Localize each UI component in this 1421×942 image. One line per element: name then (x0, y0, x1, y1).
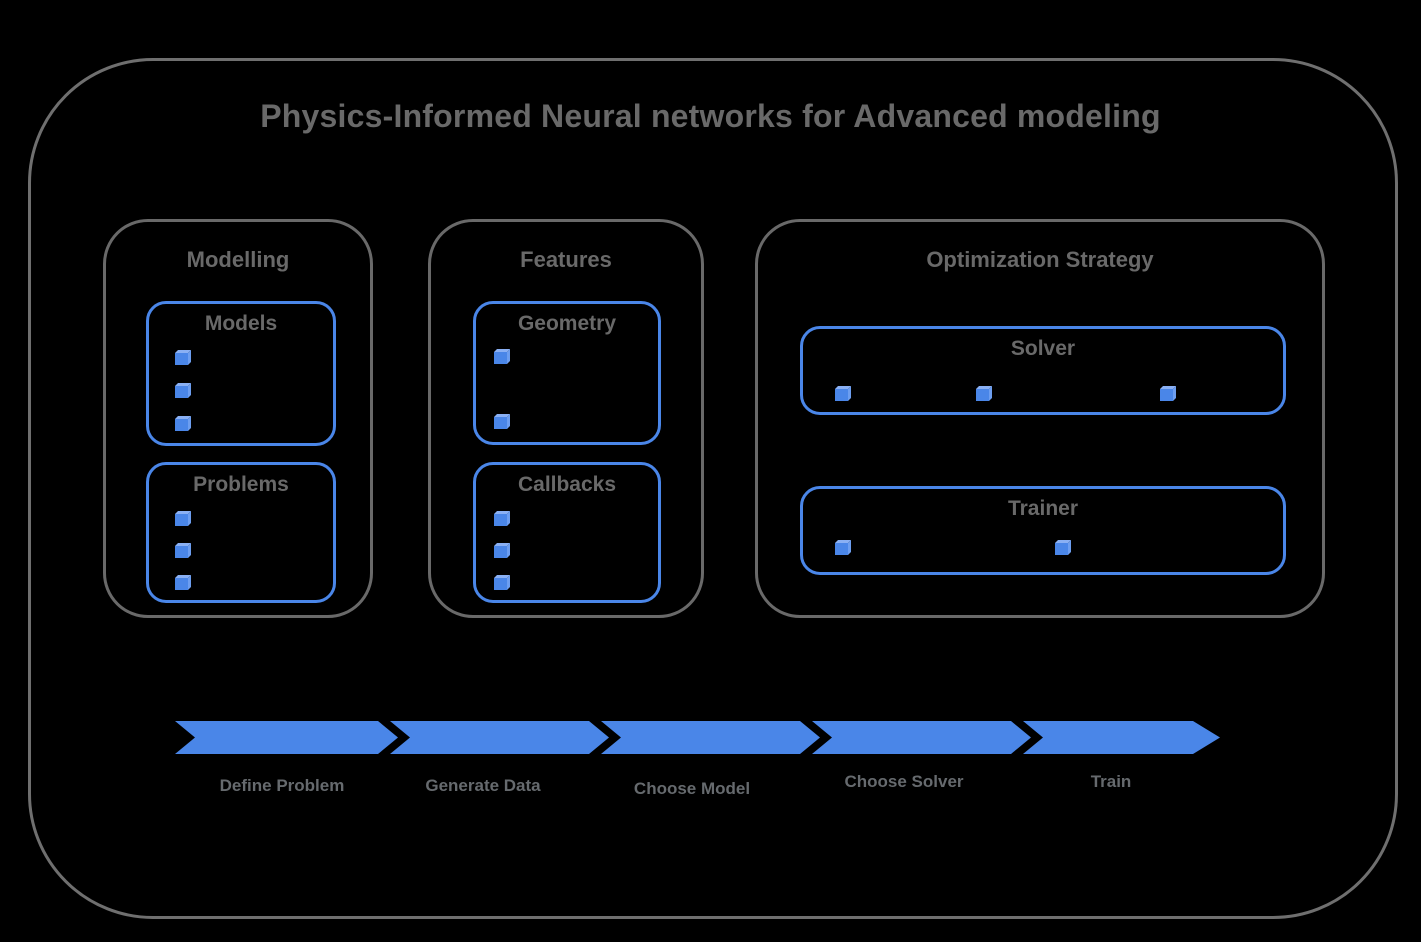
cube-bullet-icon (494, 417, 507, 429)
subbox-title: Problems (193, 473, 289, 496)
cube-bullet-icon (1055, 543, 1068, 555)
cube-bullet-icon (175, 578, 188, 590)
cube-bullet-icon (835, 543, 848, 555)
subbox-solver: Solver (800, 326, 1286, 415)
section-features: Features Geometry Callbacks (428, 219, 704, 618)
section-optimization-strategy: Optimization Strategy Solver Trainer (755, 219, 1325, 618)
pipeline-step-label: Generate Data (425, 776, 541, 795)
cube-bullet-icon (175, 386, 188, 398)
cube-bullet-icon (494, 514, 507, 526)
arrow-segment (601, 721, 820, 754)
subbox-title: Solver (1010, 337, 1076, 360)
cube-bullet-icon (835, 389, 848, 401)
pipeline-step-label: Choose Solver (844, 772, 964, 791)
arrow-segment (812, 721, 1031, 754)
pipeline-step-label: Define Problem (219, 776, 345, 795)
cube-bullet-icon (494, 546, 507, 558)
section-modelling: Modelling Models Problems (103, 219, 373, 618)
arrow-segment (390, 721, 609, 754)
cube-bullet-icon (175, 419, 188, 431)
outer-frame (28, 58, 1398, 919)
section-title: Optimization Strategy (926, 247, 1154, 272)
cube-bullet-icon (494, 578, 507, 590)
arrow-segment (1023, 721, 1220, 754)
section-title: Modelling (186, 247, 290, 272)
arrow-segment (175, 721, 398, 754)
subbox-problems: Problems (146, 462, 336, 603)
cube-bullet-icon (175, 353, 188, 365)
slide-title: Physics-Informed Neural networks for Adv… (260, 98, 1161, 134)
pipeline-arrow (175, 721, 1220, 754)
subbox-title: Models (204, 312, 278, 335)
pipeline-step-label: Train (1090, 772, 1132, 791)
subbox-title: Geometry (517, 312, 617, 335)
section-title: Features (520, 247, 612, 272)
subbox-title: Trainer (1007, 497, 1079, 520)
subbox-models: Models (146, 301, 336, 446)
cube-bullet-icon (494, 352, 507, 364)
subbox-geometry: Geometry (473, 301, 661, 445)
subbox-title: Callbacks (517, 473, 617, 496)
subbox-callbacks: Callbacks (473, 462, 661, 603)
cube-bullet-icon (1160, 389, 1173, 401)
cube-bullet-icon (976, 389, 989, 401)
cube-bullet-icon (175, 514, 188, 526)
subbox-trainer: Trainer (800, 486, 1286, 575)
cube-bullet-icon (175, 546, 188, 558)
pipeline-step-label: Choose Model (633, 779, 751, 798)
